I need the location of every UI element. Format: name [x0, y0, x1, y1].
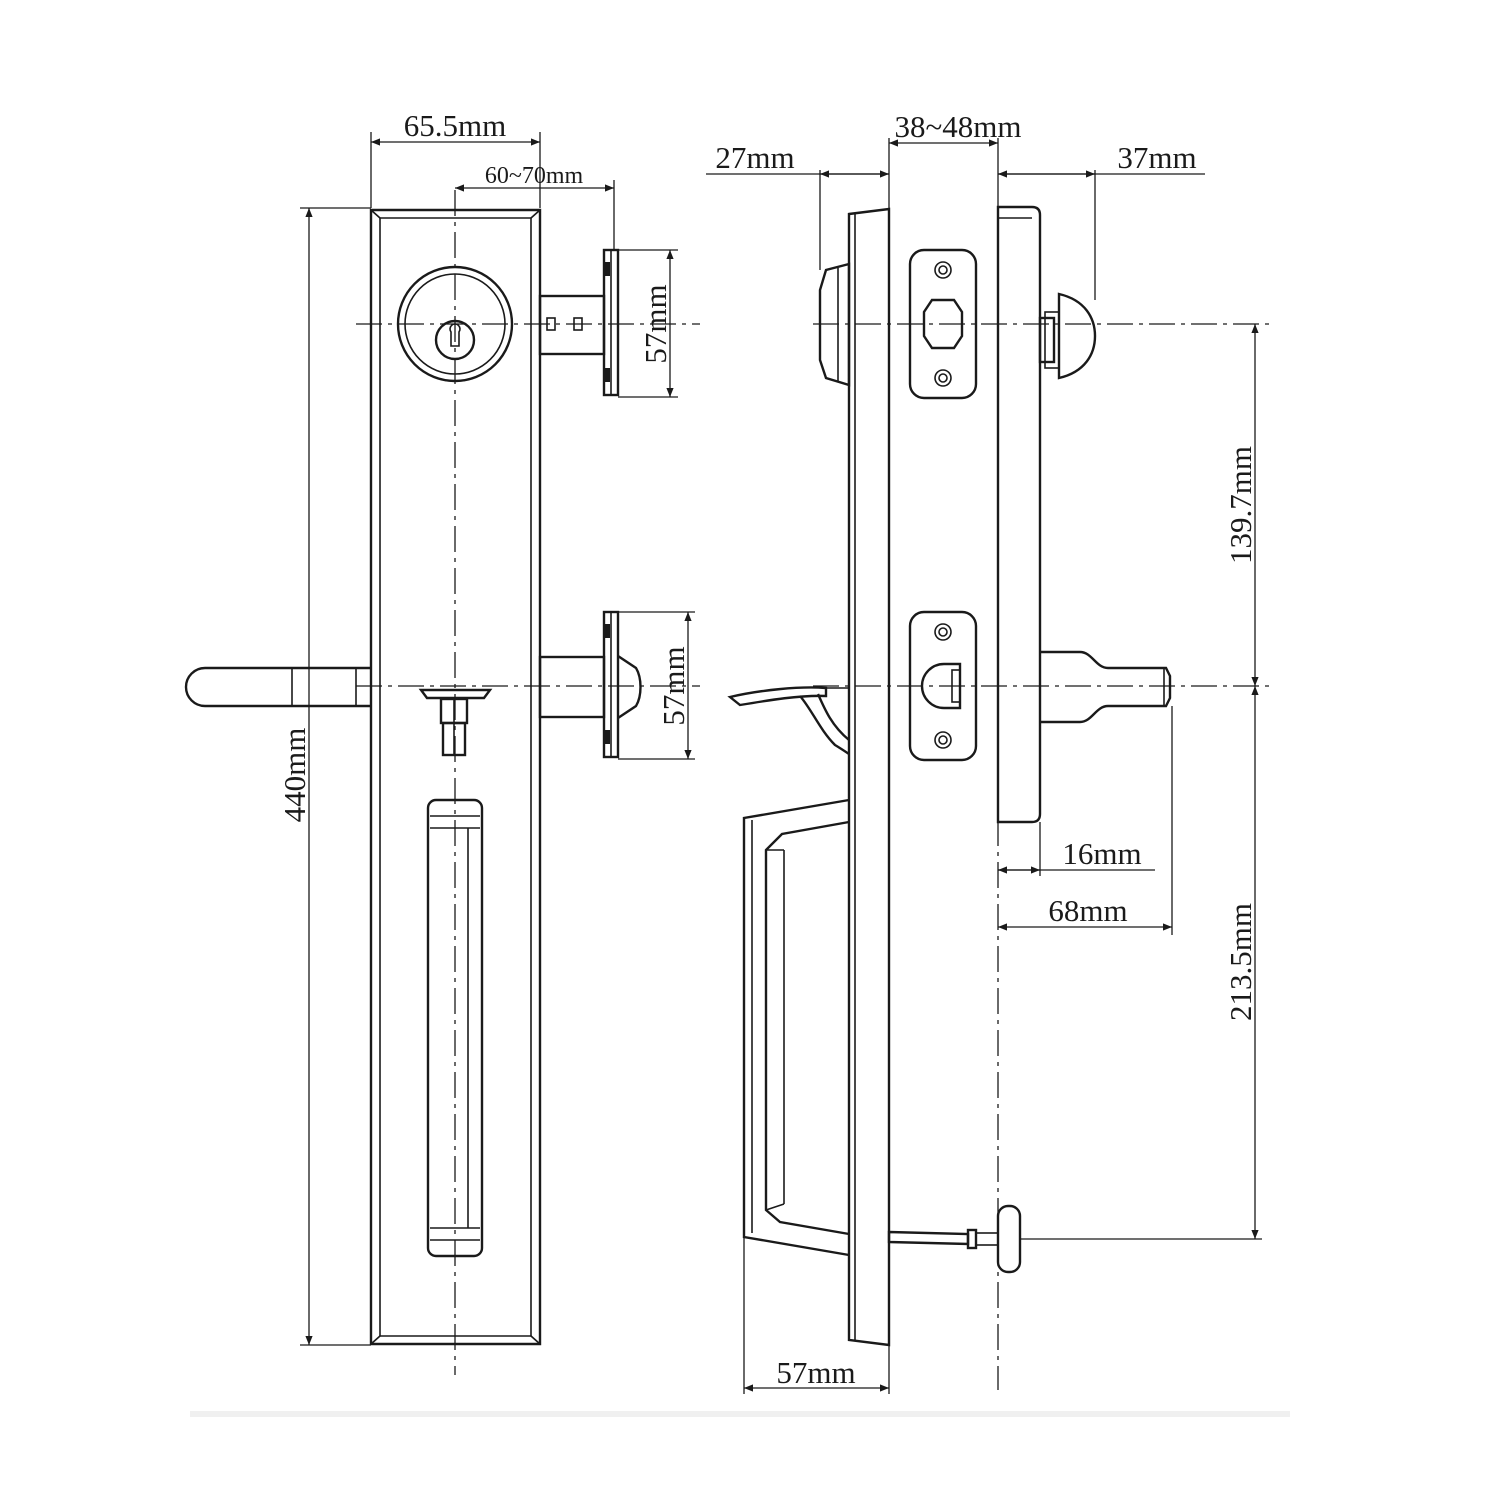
- dim-label-plate-width: 65.5mm: [404, 108, 506, 143]
- dim-lever-to-pull: 213.5mm: [1020, 686, 1262, 1240]
- dim-deadbolt-to-lever: 139.7mm: [1223, 324, 1259, 686]
- dim-plate-width: 65.5mm: [370, 108, 541, 208]
- dim-label-deadbolt-to-lever: 139.7mm: [1223, 446, 1258, 564]
- dim-label-lever-rose: 57mm: [656, 646, 691, 725]
- dim-label-backset: 60~70mm: [485, 163, 584, 189]
- dim-backset: 60~70mm: [455, 163, 615, 250]
- dim-inner-plate: 16mm: [998, 822, 1155, 876]
- side-interior-lever: [1040, 650, 1172, 724]
- dim-label-deadbolt-projection: 27mm: [715, 140, 794, 175]
- dim-door-thickness: 38~48mm: [888, 109, 1022, 209]
- dim-label-inner-lever: 68mm: [1048, 893, 1127, 928]
- dim-label-inner-plate: 16mm: [1062, 836, 1141, 871]
- side-bottom-screw: [887, 1204, 1022, 1274]
- dim-lever-rose: 57mm: [618, 611, 695, 760]
- dim-deadbolt-rose: 57mm: [618, 249, 678, 398]
- side-pull-handle: [742, 798, 850, 1257]
- dim-thumbturn-projection: 37mm: [998, 140, 1205, 300]
- side-view: 38~48mm 27mm 37mm 139.7mm 213.5mm: [706, 109, 1270, 1394]
- front-lever: [184, 666, 371, 708]
- dim-label-lever-to-pull: 213.5mm: [1223, 903, 1258, 1021]
- keyhole-icon: [449, 323, 461, 347]
- dim-label-pull-projection: 57mm: [776, 1355, 855, 1390]
- dim-overall-height: 440mm: [277, 207, 371, 1346]
- dim-label-thumbturn-projection: 37mm: [1117, 140, 1196, 175]
- side-thumbturn: [1038, 292, 1097, 380]
- side-cylinder-profile: [818, 262, 851, 387]
- side-interior-plate: [996, 205, 1042, 824]
- deadbolt-faceplate: [908, 248, 978, 400]
- front-view: 65.5mm 60~70mm 57mm 57mm 440mm: [184, 108, 700, 1375]
- dim-label-overall-height: 440mm: [277, 728, 312, 823]
- dim-pull-projection: 57mm: [743, 1237, 890, 1394]
- side-exterior-lever: [727, 686, 850, 755]
- dim-deadbolt-projection: 27mm: [706, 140, 889, 270]
- dim-inner-lever: 68mm: [998, 706, 1173, 935]
- front-thumbturn: [418, 688, 493, 757]
- dim-label-door-thickness: 38~48mm: [895, 109, 1022, 144]
- dim-label-deadbolt-rose: 57mm: [638, 284, 673, 363]
- lever-rose-side: [538, 610, 642, 759]
- deadbolt-rose-side: [538, 248, 620, 397]
